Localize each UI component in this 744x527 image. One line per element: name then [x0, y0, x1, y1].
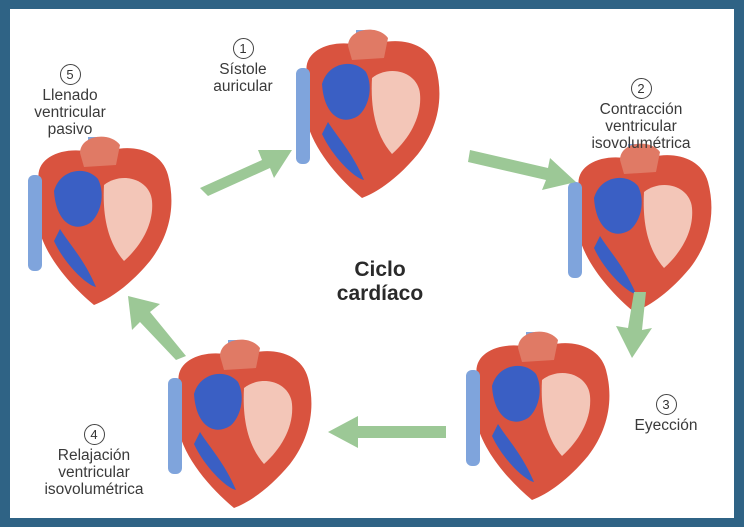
- stage-label-5: 5 Llenado ventricular pasivo: [22, 64, 118, 138]
- stage-label-4: 4 Relajación ventricular isovolumétrica: [14, 424, 174, 498]
- heart-illustration-4: [168, 340, 311, 508]
- stage-label-3: 3 Eyección: [622, 394, 710, 434]
- stage-number-1: 1: [233, 38, 254, 59]
- arrow-3-to-4: [328, 416, 446, 448]
- heart-illustration-5: [28, 137, 171, 305]
- heart-illustration-1: [296, 30, 439, 198]
- heart-illustration-3: [466, 332, 609, 500]
- heart-illustration-2: [568, 144, 711, 312]
- title-line-2: cardíaco: [320, 282, 440, 306]
- cycle-title: Ciclo cardíaco: [320, 258, 440, 306]
- stage-number-3: 3: [656, 394, 677, 415]
- stage-number-5: 5: [60, 64, 81, 85]
- stage-label-2: 2 Contracción ventricular isovolumétrica: [566, 78, 716, 152]
- stage-label-1: 1 Sístole auricular: [200, 38, 286, 95]
- arrow-1-to-2: [468, 150, 576, 190]
- title-line-1: Ciclo: [320, 258, 440, 282]
- stage-number-4: 4: [84, 424, 105, 445]
- stage-number-2: 2: [631, 78, 652, 99]
- arrow-5-to-1: [200, 150, 292, 196]
- arrow-4-to-5: [128, 296, 186, 360]
